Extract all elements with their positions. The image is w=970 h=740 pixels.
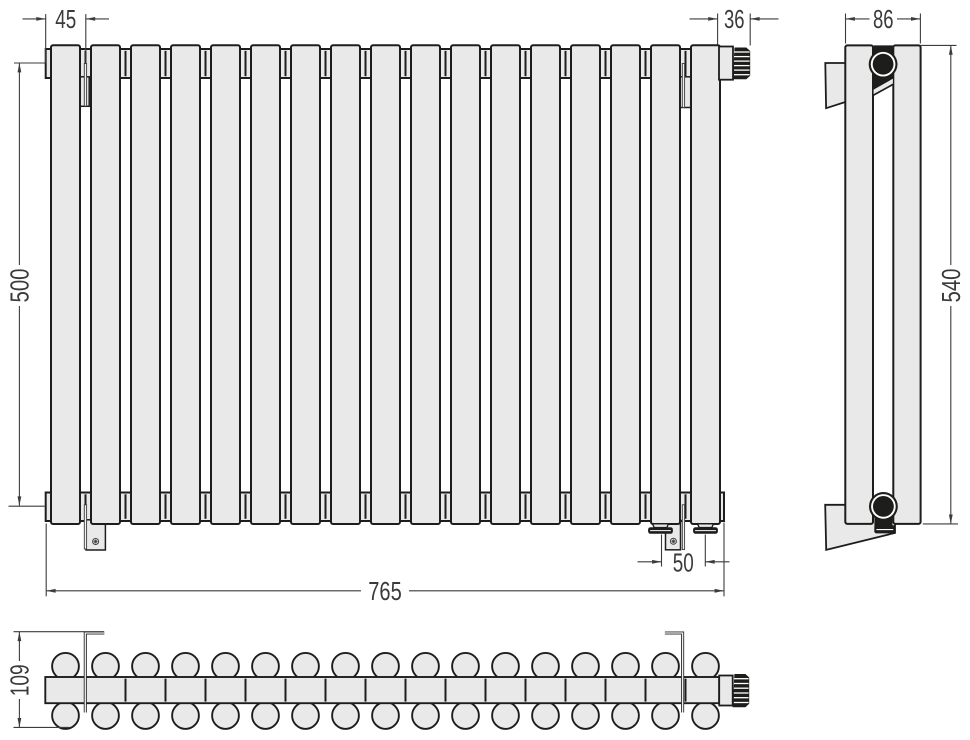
- svg-text:86: 86: [873, 4, 894, 34]
- svg-text:50: 50: [673, 548, 694, 578]
- svg-text:500: 500: [5, 269, 35, 303]
- svg-text:36: 36: [724, 4, 745, 34]
- svg-text:45: 45: [55, 4, 76, 34]
- svg-text:765: 765: [368, 576, 402, 606]
- svg-text:109: 109: [5, 664, 35, 696]
- svg-text:540: 540: [936, 269, 966, 303]
